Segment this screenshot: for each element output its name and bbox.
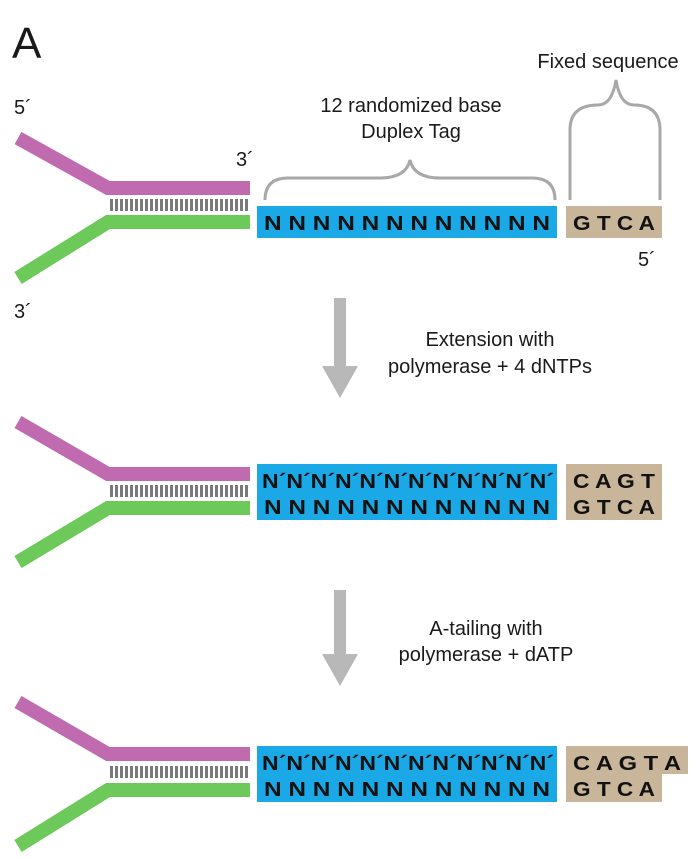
duplex-tag-block (257, 206, 557, 238)
five-prime-top-label: 5´ (14, 97, 32, 119)
tag-title-line2: Duplex Tag (361, 121, 461, 143)
step-extension: Extension with polymerase + 4 dNTPs (322, 298, 592, 398)
adapter-initial: N N N N N N N N N N N N G T C A 5´ 3´ 3´… (14, 51, 679, 323)
three-prime-top-label: 3´ (236, 149, 254, 171)
step-a-tailing: A-tailing with polymerase + dATP (322, 590, 573, 686)
fixed-bottom-sequence: G T C A (573, 497, 655, 519)
duplex-tag-bottom-sequence: N N N N N N N N N N N N (264, 213, 550, 235)
fixed-sequence-top-block (566, 746, 688, 774)
five-prime-right-label: 5´ (638, 249, 656, 271)
top-strand-arm (14, 131, 250, 195)
tag-title-line1: 12 randomized base (320, 95, 501, 117)
base-pair-ticks (110, 485, 250, 497)
duplex-tag-block (257, 464, 557, 520)
base-pair-ticks (110, 199, 250, 211)
top-strand-arm (14, 415, 250, 481)
duplex-tag-block (257, 746, 557, 802)
duplex-tag-brace (263, 159, 557, 201)
down-arrow-icon (322, 654, 358, 686)
three-prime-bottom-label: 3´ (14, 301, 32, 323)
step1-line2: polymerase + 4 dNTPs (388, 356, 592, 378)
adapter-a-tailed: N´N´N´N´N´N´N´N´N´N´N´N´ N N N N N N N N… (14, 695, 688, 852)
fixed-bottom-sequence: G T C A (573, 779, 655, 801)
bottom-strand-arm (14, 215, 250, 284)
base-pair-ticks (110, 766, 250, 778)
step1-line1: Extension with (426, 329, 555, 351)
step2-line1: A-tailing with (429, 618, 542, 640)
adapter-extended: N´N´N´N´N´N´N´N´N´N´N´N´ N N N N N N N N… (14, 415, 662, 569)
duplex-tag-bottom-sequence: N N N N N N N N N N N N (264, 779, 550, 801)
fixed-sequence-block (566, 464, 662, 520)
bottom-strand-arm (14, 501, 250, 569)
fixed-top-sequence-a-tailed: C A G T A (573, 753, 681, 775)
duplex-tag-top-sequence: N´N´N´N´N´N´N´N´N´N´N´N´ (262, 753, 554, 775)
step2-line2: polymerase + dATP (399, 644, 574, 666)
panel-label: A (12, 19, 42, 68)
fixed-sequence-block (566, 206, 662, 238)
down-arrow-shaft (334, 298, 346, 370)
top-strand-arm (14, 695, 250, 761)
fixed-sequence-bottom-block (566, 774, 662, 802)
down-arrow-icon (322, 366, 358, 398)
fixed-sequence-title: Fixed sequence (537, 51, 678, 73)
fixed-sequence-brace (568, 79, 662, 200)
duplex-tag-top-sequence: N´N´N´N´N´N´N´N´N´N´N´N´ (262, 471, 554, 493)
bottom-strand-arm (14, 783, 250, 852)
duplex-tag-bottom-sequence: N N N N N N N N N N N N (264, 497, 550, 519)
down-arrow-shaft (334, 590, 346, 658)
fixed-top-sequence: C A G T (573, 471, 655, 493)
fixed-bottom-sequence: G T C A (573, 213, 655, 235)
